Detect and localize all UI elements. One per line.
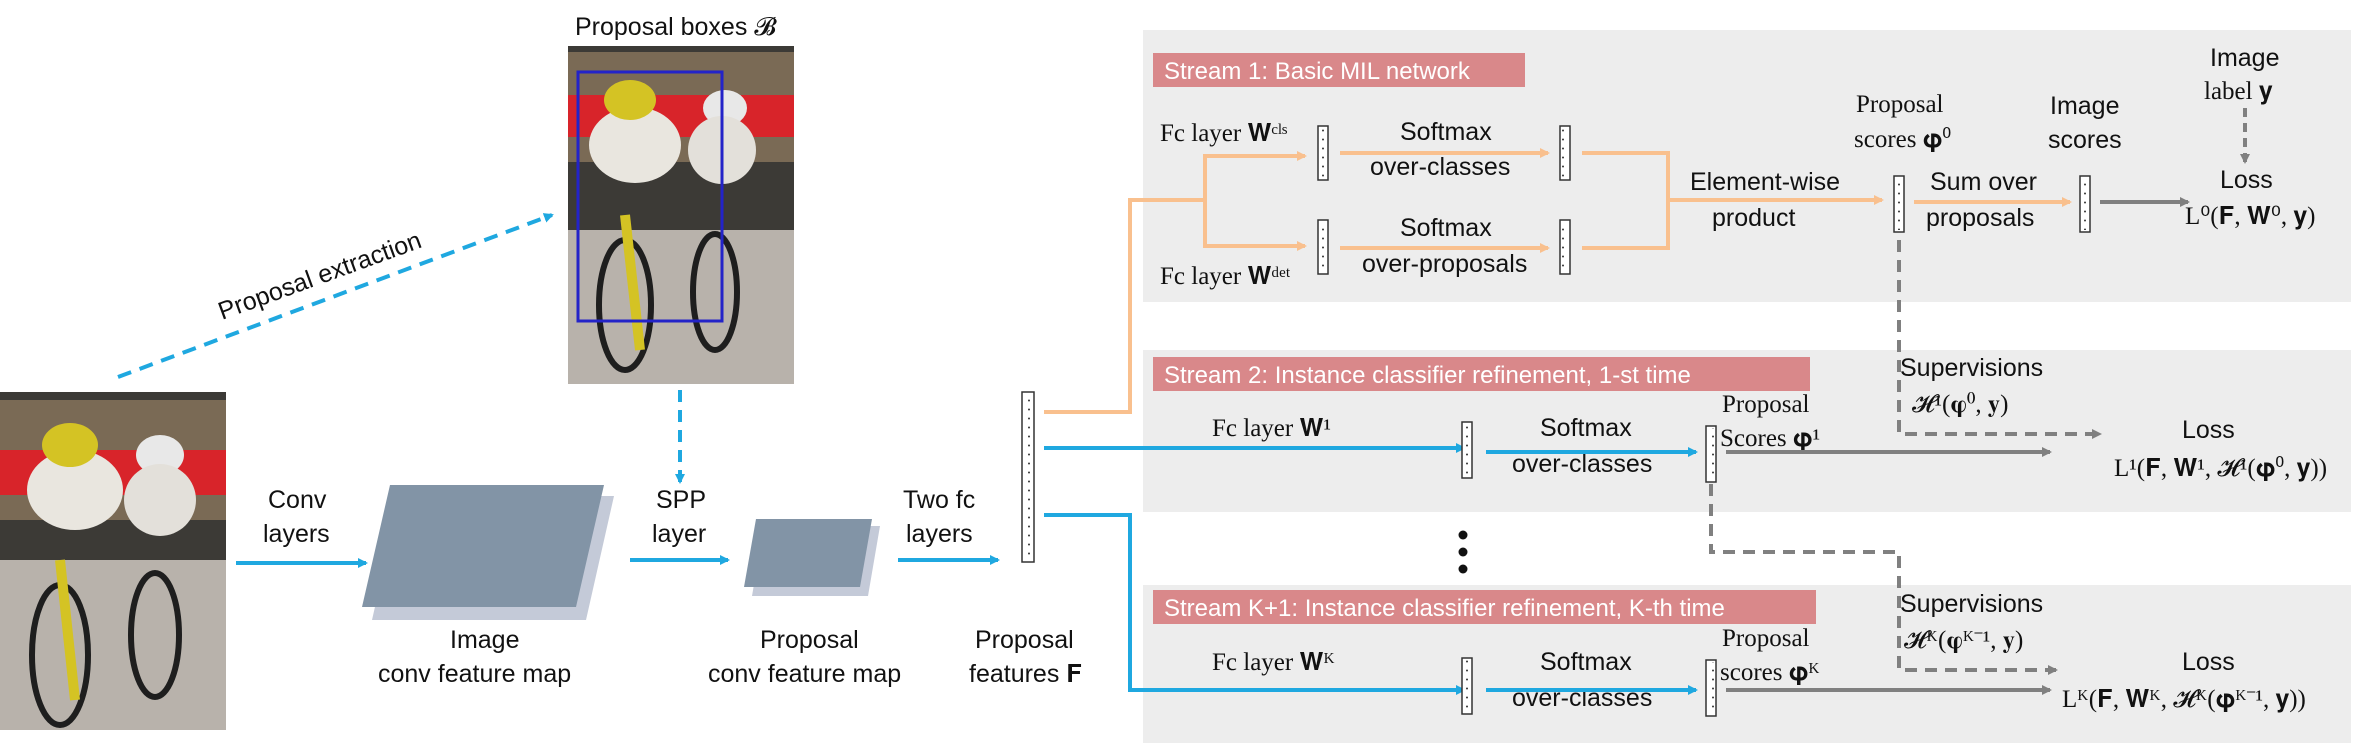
s1-loss-formula: L⁰(𝐅, 𝐖⁰, 𝐲) xyxy=(2185,203,2315,230)
ellipsis-dot-3 xyxy=(1458,564,1468,574)
s2-loss-title: Loss xyxy=(2182,416,2235,444)
stream1-tag: Stream 1: Basic MIL network xyxy=(1164,58,1471,85)
s2-fc: Fc layer 𝐖¹ xyxy=(1212,415,1331,442)
proposal-features-label-2: features 𝐅 xyxy=(969,660,1082,688)
s1-softmax-cls-1: Softmax xyxy=(1400,118,1492,146)
conv-label: Conv xyxy=(268,486,327,514)
s2-proposal-scores-1: Proposal xyxy=(1722,391,1810,418)
s1-split-det xyxy=(1203,200,1307,251)
branch-to-streamk xyxy=(1044,513,1466,695)
ellipsis-dot-1 xyxy=(1458,530,1468,540)
s2-softmax-1: Softmax xyxy=(1540,414,1632,442)
sk-proposal-scores-1: Proposal xyxy=(1722,625,1810,652)
s1-merge xyxy=(1582,151,1882,250)
stream2-tag-bg xyxy=(1153,357,1810,391)
s1-sum-over-2: proposals xyxy=(1926,204,2034,232)
proposal-image xyxy=(568,46,794,384)
s1-split xyxy=(1182,151,1307,202)
s1-image-scores-1: Image xyxy=(2050,92,2119,120)
s1-proposal-scores-1: Proposal xyxy=(1856,91,1944,118)
s2-supervisions-2: 𝓗¹(𝛗⁰, 𝐲) xyxy=(1912,391,2008,418)
proposal-boxes-title: Proposal boxes 𝓑 xyxy=(575,13,777,41)
input-image xyxy=(0,392,226,730)
s2-supervision-dashed xyxy=(1897,240,2102,439)
s2-loss-formula: L¹(𝐅, 𝐖¹, 𝓗¹(𝛗⁰, 𝐲)) xyxy=(2114,455,2327,482)
sk-softmax-1: Softmax xyxy=(1540,648,1632,676)
image-feature-map-label-2: conv feature map xyxy=(378,660,571,688)
s2-softmax-2: over-classes xyxy=(1512,450,1652,478)
stream1-tag-bg xyxy=(1153,53,1525,87)
proposal-box xyxy=(576,70,724,323)
proposal-feature-map-label-2: conv feature map xyxy=(708,660,901,688)
s1-fc-cls: Fc layer 𝐖ᶜˡˢ xyxy=(1160,120,1287,147)
s1-softmax-det-1: Softmax xyxy=(1400,214,1492,242)
proposal-feature-map-label-1: Proposal xyxy=(760,626,859,654)
layers-label-2: layers xyxy=(906,520,973,548)
s1-element-wise-1: Element-wise xyxy=(1690,168,1840,196)
s1-image-label-2: label 𝐲 xyxy=(2204,78,2273,105)
s1-softmax-det-2: over-proposals xyxy=(1362,250,1527,278)
sk-fc: Fc layer 𝐖ᴷ xyxy=(1212,649,1335,676)
s1-loss-title: Loss xyxy=(2220,166,2273,194)
proposal-features-label-1: Proposal xyxy=(975,626,1074,654)
s1-element-wise-2: product xyxy=(1712,204,1795,232)
layer-label: layer xyxy=(652,520,706,548)
proposal-extraction-label: Proposal extraction xyxy=(214,226,425,326)
sk-loss-title: Loss xyxy=(2182,648,2235,676)
stream2-tag: Stream 2: Instance classifier refinement… xyxy=(1164,362,1691,389)
sk-loss-formula: Lᴷ(𝐅, 𝐖ᴷ, 𝓗ᴷ(𝛗ᴷ⁻¹, 𝐲)) xyxy=(2062,686,2306,713)
s1-image-label-1: Image xyxy=(2210,44,2279,72)
proposal-feature-map xyxy=(744,519,872,587)
branch-to-stream1 xyxy=(1044,198,1182,414)
sk-supervisions-2: 𝓗ᴷ(𝛗ᴷ⁻¹, 𝐲) xyxy=(1904,627,2023,654)
two-fc-label: Two fc xyxy=(903,486,975,514)
image-feature-map-label-1: Image xyxy=(450,626,519,654)
streamk-tag-bg xyxy=(1153,590,1816,624)
s1-sum-over-1: Sum over xyxy=(1930,168,2037,196)
streamk-tag: Stream K+1: Instance classifier refineme… xyxy=(1164,595,1725,622)
s1-softmax-cls-2: over-classes xyxy=(1370,153,1510,181)
s1-proposal-scores-2: scores 𝛗⁰ xyxy=(1854,126,1951,153)
spp-label: SPP xyxy=(656,486,706,514)
sk-proposal-scores-2: scores 𝛗ᴷ xyxy=(1720,659,1820,686)
sk-supervision-dashed xyxy=(1709,484,2058,675)
s2-proposal-scores-2: Scores 𝛗¹ xyxy=(1720,425,1820,452)
s2-supervisions-1: Supervisions xyxy=(1900,354,2043,382)
ellipsis-dot-2 xyxy=(1458,547,1468,557)
s1-image-scores-2: scores xyxy=(2048,126,2122,154)
sk-supervisions-1: Supervisions xyxy=(1900,590,2043,618)
proposal-extraction-arrow xyxy=(117,213,554,379)
layers-label-1: layers xyxy=(263,520,330,548)
s1-fc-det: Fc layer 𝐖ᵈᵉᵗ xyxy=(1160,263,1291,290)
image-feature-map xyxy=(362,485,604,607)
